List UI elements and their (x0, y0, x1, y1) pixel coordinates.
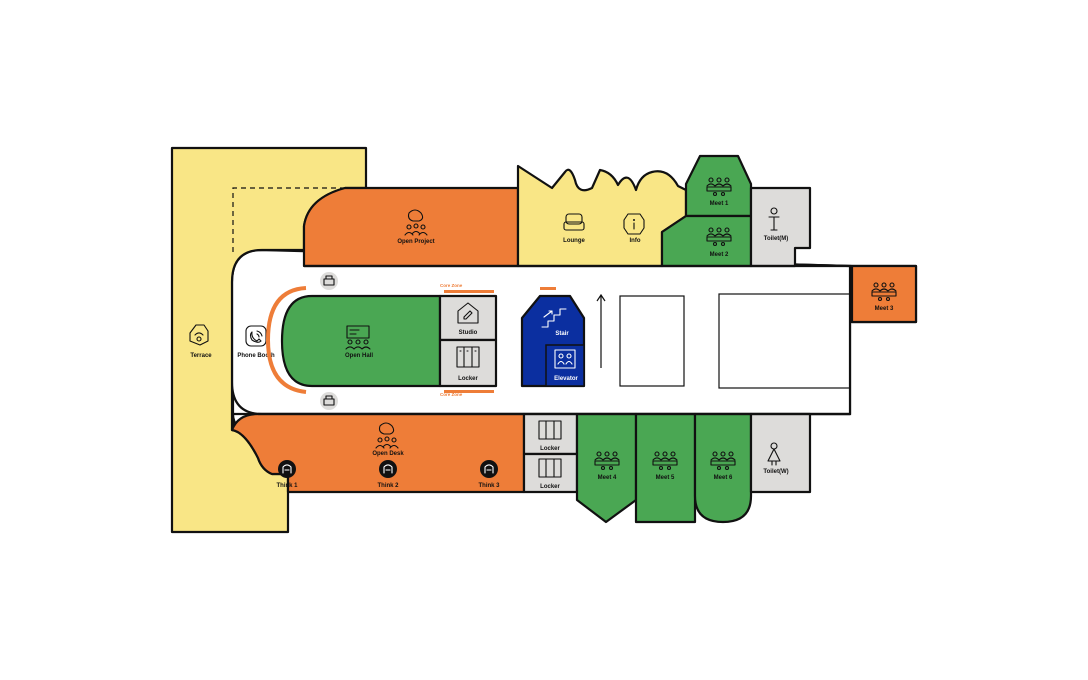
toilet-m[interactable] (749, 186, 812, 268)
meet5-label: Meet 5 (656, 475, 675, 481)
phone-booth-label: Phone Booth (237, 353, 275, 359)
stair-label: Stair (555, 331, 569, 337)
core-zone-bottom-bar (444, 390, 494, 393)
terrace-dashed-line (232, 187, 346, 252)
stairs-icon (541, 308, 567, 328)
meeting-table-icon (706, 227, 732, 247)
meet2-label: Meet 2 (710, 252, 729, 258)
meet4-label: Meet 4 (598, 475, 617, 481)
direction-arrow (596, 293, 606, 368)
meet1[interactable] (684, 154, 753, 218)
toilet-w-label: Toilet(W) (763, 469, 788, 475)
printer-icon (320, 392, 338, 410)
meet3-label: Meet 3 (875, 306, 894, 312)
think-booth-icon (278, 460, 296, 478)
core-zone-bottom-label: Core Zone (440, 392, 463, 397)
open-project-label: Open Project (397, 239, 434, 245)
presentation-icon (345, 325, 371, 350)
meet1-label: Meet 1 (710, 201, 729, 207)
meet5[interactable] (634, 412, 697, 524)
person-icon (768, 207, 780, 231)
terrace-label: Terrace (190, 353, 212, 359)
info-label: Info (630, 238, 641, 244)
printer-icon (320, 272, 338, 290)
sun-cloud-icon (189, 324, 209, 346)
meeting-table-icon (706, 177, 732, 197)
meet3[interactable] (850, 264, 918, 324)
elevator-label: Elevator (554, 376, 578, 382)
locker-icon (538, 420, 562, 440)
meet6-label: Meet 6 (714, 475, 733, 481)
sofa-icon (563, 213, 585, 231)
think1-label: Think 1 (276, 483, 298, 489)
locker-icon (538, 458, 562, 478)
meeting-table-icon (871, 282, 897, 302)
meeting-table-icon (710, 451, 736, 471)
think2-label: Think 2 (377, 483, 399, 489)
think-booth-icon (480, 460, 498, 478)
pen-house-icon (457, 302, 479, 324)
meet6[interactable] (693, 412, 753, 524)
locker-b-label: Locker (540, 446, 560, 452)
toilet-w[interactable] (749, 412, 812, 494)
person-icon (767, 442, 781, 466)
locker-a[interactable] (438, 338, 498, 388)
meet4[interactable] (575, 412, 638, 524)
locker-a-label: Locker (458, 376, 478, 382)
stair-core-bar (540, 287, 556, 290)
empty-room-b (718, 293, 851, 389)
locker-icon (456, 346, 480, 368)
elevator-box (545, 344, 585, 387)
core-zone-top-label: Core Zone (440, 283, 463, 288)
group-idea-icon (404, 209, 428, 236)
phone-icon (245, 325, 267, 347)
lounge-label: Lounge (563, 238, 585, 244)
orange-arc (265, 286, 307, 394)
open-desk[interactable] (230, 412, 526, 494)
think3-label: Think 3 (478, 483, 500, 489)
open-hall[interactable] (280, 294, 442, 388)
empty-room-a (619, 295, 685, 387)
core-zone-top-bar (444, 290, 494, 293)
elevator-icon (554, 349, 576, 369)
locker-c-label: Locker (540, 484, 560, 490)
info-icon (623, 213, 645, 235)
toilet-m-label: Toilet(M) (764, 236, 789, 242)
meeting-table-icon (594, 451, 620, 471)
think-booth-icon (379, 460, 397, 478)
lounge-info[interactable] (516, 164, 688, 268)
group-idea-icon (375, 422, 399, 449)
open-hall-label: Open Hall (345, 353, 373, 359)
meeting-table-icon (652, 451, 678, 471)
open-desk-label: Open Desk (372, 451, 404, 457)
studio-label: Studio (459, 330, 478, 336)
